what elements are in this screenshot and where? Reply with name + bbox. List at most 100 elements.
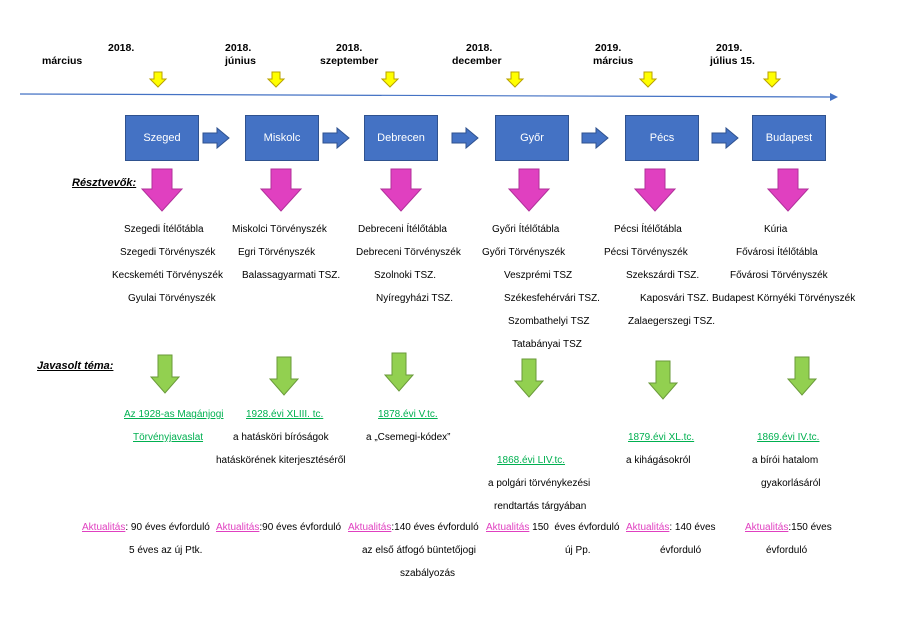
date-label-2: 2018.június — [225, 42, 256, 67]
participants-heading: Résztvevők: — [72, 177, 137, 189]
participant-item: Szekszárdi TSZ. — [626, 270, 700, 281]
participant-item: Szegedi Törvényszék — [120, 247, 216, 258]
participant-item: Budapest Környéki Törvényszék — [712, 293, 856, 304]
participant-item: Fővárosi Törvényszék — [730, 270, 828, 281]
participants-pecs: Pécsi Ítélőtábla Pécsi Törvényszék Szeks… — [604, 218, 715, 333]
date-label-1: 2018. — [108, 42, 135, 54]
relevance-szeged-extra: 5 éves az új Ptk. — [129, 545, 203, 556]
relevance-pecs-extra: évforduló — [660, 545, 702, 556]
participant-item: Kúria — [764, 224, 788, 235]
pink-down-arrow — [259, 168, 303, 212]
city-box-pecs: Pécs — [625, 115, 699, 161]
pink-down-arrow — [766, 168, 810, 212]
participants-szeged: Szegedi Ítélőtábla Szegedi Törvényszék K… — [112, 218, 223, 310]
yellow-down-arrow — [762, 71, 782, 88]
topic-heading: Javasolt téma: — [37, 360, 114, 372]
city-box-budapest: Budapest — [752, 115, 826, 161]
participant-item: Győri Ítélőtábla — [492, 224, 560, 235]
relevance-label[interactable]: Aktualitás — [626, 522, 670, 533]
topic-desc-gyor-2: rendtartás tárgyában — [494, 501, 587, 512]
participant-item: Balassagyarmati TSZ. — [242, 270, 341, 281]
blue-right-arrow — [711, 126, 739, 150]
timeline-arrowhead — [830, 93, 838, 101]
pink-down-arrow — [140, 168, 184, 212]
yellow-down-arrow — [380, 71, 400, 88]
relevance-budapest: Aktualitás:150 éves — [745, 522, 832, 533]
relevance-label[interactable]: Aktualitás — [82, 522, 126, 533]
participant-item: Tatabányai TSZ — [512, 339, 582, 350]
participant-item: Zalaegerszegi TSZ. — [628, 316, 716, 327]
date-label-4: 2018.december — [452, 42, 502, 67]
topic-link-pecs[interactable]: 1879.évi XL.tc. — [628, 432, 695, 443]
participant-item: Székesfehérvári TSZ. — [504, 293, 600, 304]
participant-item: Debreceni Törvényszék — [356, 247, 461, 258]
relevance-debrecen-extra-1: az első átfogó büntetőjogi — [362, 545, 476, 556]
relevance-szeged: Aktualitás: 90 éves évforduló — [82, 522, 210, 533]
participant-item: Győri Törvényszék — [482, 247, 566, 258]
participant-item: Szegedi Ítélőtábla — [124, 224, 204, 235]
participant-item: Nyíregyházi TSZ. — [376, 293, 454, 304]
date-label-3: 2018.szeptember — [320, 42, 379, 67]
blue-right-arrow — [451, 126, 479, 150]
green-down-arrow — [513, 358, 545, 398]
relevance-label[interactable]: Aktualitás — [745, 522, 789, 533]
topic-link-debrecen[interactable]: 1878.évi V.tc. — [378, 409, 438, 420]
participant-item: Szombathelyi TSZ — [508, 316, 590, 327]
participants-miskolc: Miskolci Törvényszék Egri Törvényszék Ba… — [232, 218, 340, 287]
yellow-down-arrow — [266, 71, 286, 88]
topic-link-szeged-1[interactable]: Az 1928-as Magánjogi — [124, 409, 224, 420]
participant-item: Egri Törvényszék — [238, 247, 316, 258]
date-label-5: 2019.március — [593, 42, 634, 67]
topic-desc-gyor-1: a polgári törvénykezési — [488, 478, 591, 489]
pink-down-arrow — [633, 168, 677, 212]
participant-item: Debreceni Ítélőtábla — [358, 224, 447, 235]
blue-right-arrow — [581, 126, 609, 150]
blue-right-arrow — [322, 126, 350, 150]
participants-gyor: Győri Ítélőtábla Győri Törvényszék Veszp… — [480, 218, 600, 356]
green-down-arrow — [647, 360, 679, 400]
topic-link-miskolc[interactable]: 1928.évi XLIII. tc. — [246, 409, 324, 420]
participant-item: Kaposvári TSZ. — [640, 293, 709, 304]
city-box-miskolc: Miskolc — [245, 115, 319, 161]
relevance-label[interactable]: Aktualitás — [216, 522, 260, 533]
participant-item: Pécsi Törvényszék — [604, 247, 688, 258]
yellow-down-arrow — [148, 71, 168, 88]
city-box-szeged: Szeged — [125, 115, 199, 161]
topic-link-gyor[interactable]: 1868.évi LIV.tc. — [497, 455, 566, 466]
pink-down-arrow — [379, 168, 423, 212]
relevance-pecs: Aktualitás: 140 éves — [626, 522, 716, 533]
participant-item: Pécsi Ítélőtábla — [614, 224, 682, 235]
participant-item: Szolnoki TSZ. — [374, 270, 437, 281]
city-box-debrecen: Debrecen — [364, 115, 438, 161]
relevance-gyor: Aktualitás 150 éves évforduló — [486, 522, 620, 533]
participant-item: Veszprémi TSZ — [504, 270, 573, 281]
topic-link-szeged-2[interactable]: Törvényjavaslat — [133, 432, 204, 443]
relevance-debrecen-extra-2: szabályozás — [400, 568, 456, 579]
green-down-arrow — [149, 354, 181, 394]
date-label-6: 2019.július 15. — [710, 42, 755, 67]
participant-item: Fővárosi Ítélőtábla — [736, 247, 818, 258]
green-down-arrow — [268, 356, 300, 396]
participants-budapest: Kúria Fővárosi Ítélőtábla Fővárosi Törvé… — [712, 218, 855, 310]
relevance-label[interactable]: Aktualitás — [348, 522, 392, 533]
relevance-gyor-extra: új Pp. — [565, 545, 591, 556]
blue-right-arrow — [202, 126, 230, 150]
participant-item: Miskolci Törvényszék — [232, 224, 327, 235]
relevance-debrecen: Aktualitás:140 éves évforduló — [348, 522, 479, 533]
topic-link-budapest[interactable]: 1869.évi IV.tc. — [757, 432, 820, 443]
city-box-gyor: Győr — [495, 115, 569, 161]
topic-desc-miskolc-1: a hatásköri bíróságok — [233, 432, 329, 443]
green-down-arrow — [383, 352, 415, 392]
topic-desc-budapest-1: a bírói hatalom — [752, 455, 819, 466]
date-label-0: március — [42, 55, 83, 67]
relevance-budapest-extra: évforduló — [766, 545, 808, 556]
participant-item: Kecskeméti Törvényszék — [112, 270, 223, 281]
relevance-label[interactable]: Aktualitás — [486, 522, 530, 533]
topic-desc-miskolc-2: hatáskörének kiterjesztéséről — [216, 455, 346, 466]
topic-desc-pecs-1: a kihágásokról — [626, 455, 691, 466]
topic-desc-debrecen-1: a „Csemegi-kódex” — [366, 432, 451, 443]
yellow-down-arrow — [638, 71, 658, 88]
participants-debrecen: Debreceni Ítélőtábla Debreceni Törvénysz… — [356, 218, 461, 310]
topic-desc-budapest-2: gyakorlásáról — [761, 478, 821, 489]
green-down-arrow — [786, 356, 818, 396]
